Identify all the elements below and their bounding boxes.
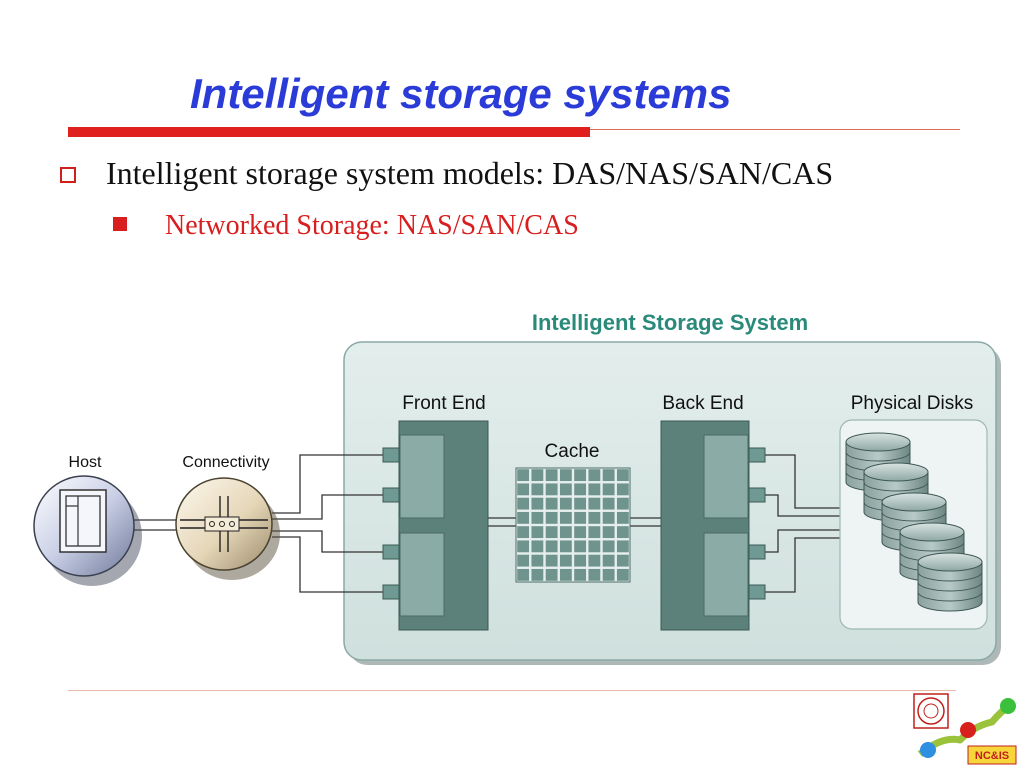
cache-cell bbox=[588, 540, 601, 553]
cache-cell bbox=[588, 526, 601, 539]
back-end-label: Back End bbox=[662, 393, 743, 414]
front-end-label: Front End bbox=[402, 393, 485, 414]
bullet-level-1: Intelligent storage system models: DAS/N… bbox=[60, 155, 833, 192]
cache-cell bbox=[574, 568, 587, 581]
cache-cell bbox=[517, 554, 530, 567]
cache-cell bbox=[602, 483, 615, 496]
host-server-icon bbox=[33, 475, 142, 586]
cache-cell bbox=[531, 568, 544, 581]
cache-cell bbox=[574, 540, 587, 553]
slide-title: Intelligent storage systems bbox=[190, 70, 732, 117]
cache-cell bbox=[531, 469, 544, 482]
cache-cell bbox=[602, 469, 615, 482]
cache-cell bbox=[517, 483, 530, 496]
cache-cell bbox=[559, 469, 572, 482]
cache-cell bbox=[574, 497, 587, 510]
cache-cell bbox=[545, 511, 558, 524]
cache-cell bbox=[545, 526, 558, 539]
cache-cell bbox=[602, 568, 615, 581]
green-ball-icon bbox=[1000, 698, 1016, 714]
blue-ball-icon bbox=[920, 742, 936, 758]
cache-cell bbox=[574, 483, 587, 496]
cache-cell bbox=[517, 469, 530, 482]
cache-cell bbox=[602, 554, 615, 567]
cache-cell bbox=[574, 526, 587, 539]
cache-cell bbox=[616, 540, 629, 553]
physical-disks-label: Physical Disks bbox=[851, 393, 973, 414]
cache-cell bbox=[517, 526, 530, 539]
cache-cell bbox=[531, 483, 544, 496]
cache-cell bbox=[602, 497, 615, 510]
cache-cell bbox=[545, 554, 558, 567]
cache-cell bbox=[616, 568, 629, 581]
cache-cell bbox=[588, 469, 601, 482]
cache-cell bbox=[531, 497, 544, 510]
cache-cell bbox=[588, 568, 601, 581]
cache-cell bbox=[574, 469, 587, 482]
cache-cell bbox=[545, 469, 558, 482]
cache-cell bbox=[616, 526, 629, 539]
cache-cell bbox=[559, 554, 572, 567]
cache-cell bbox=[517, 568, 530, 581]
cache-cell bbox=[559, 511, 572, 524]
cache-cell bbox=[602, 540, 615, 553]
cache-cell bbox=[588, 554, 601, 567]
system-title: Intelligent Storage System bbox=[532, 310, 808, 335]
cache-cell bbox=[616, 511, 629, 524]
cache-cell bbox=[559, 497, 572, 510]
cache-cell bbox=[545, 497, 558, 510]
disk-stack bbox=[845, 432, 983, 612]
cache-cell bbox=[574, 554, 587, 567]
title-underline bbox=[68, 127, 590, 137]
cache-grid bbox=[515, 467, 631, 583]
nc-is-logo: NC&IS bbox=[913, 693, 1017, 765]
cache-cell bbox=[545, 540, 558, 553]
cache-cell bbox=[616, 469, 629, 482]
connectivity-switch-icon bbox=[175, 477, 280, 580]
cache-label: Cache bbox=[545, 441, 600, 462]
title-underline-thin bbox=[590, 129, 960, 130]
cache-cell bbox=[588, 483, 601, 496]
cache-cell bbox=[559, 483, 572, 496]
cache-cell bbox=[545, 483, 558, 496]
bullet-level-2: Networked Storage: NAS/SAN/CAS bbox=[113, 210, 579, 242]
cache-cell bbox=[517, 511, 530, 524]
cache-cell bbox=[588, 497, 601, 510]
cache-cell bbox=[602, 526, 615, 539]
bullet-text: Networked Storage: NAS/SAN/CAS bbox=[165, 210, 579, 241]
cache-cell bbox=[602, 511, 615, 524]
connectivity-label: Connectivity bbox=[182, 454, 269, 471]
host-label: Host bbox=[69, 454, 102, 471]
cache-cell bbox=[559, 526, 572, 539]
connectivity-frontend-links bbox=[272, 454, 383, 593]
cache-cell bbox=[517, 540, 530, 553]
cache-cell bbox=[588, 511, 601, 524]
cache-cell bbox=[616, 483, 629, 496]
cache-cell bbox=[574, 511, 587, 524]
footer-rule bbox=[68, 690, 956, 691]
cache-cell bbox=[559, 568, 572, 581]
cache-links bbox=[488, 517, 661, 527]
filled-square-bullet-icon bbox=[113, 217, 127, 231]
cache-cell bbox=[616, 497, 629, 510]
cache-cell bbox=[531, 526, 544, 539]
cache-cell bbox=[531, 554, 544, 567]
hollow-square-bullet-icon bbox=[60, 166, 76, 183]
cache-cell bbox=[531, 511, 544, 524]
cache-cell bbox=[559, 540, 572, 553]
cache-cell bbox=[545, 568, 558, 581]
red-ball-icon bbox=[960, 722, 976, 738]
back-end-controller bbox=[660, 420, 766, 631]
cache-cell bbox=[517, 497, 530, 510]
logo-text: NC&IS bbox=[975, 750, 1009, 762]
bullet-text: Intelligent storage system models: DAS/N… bbox=[106, 155, 834, 191]
university-seal-icon bbox=[917, 697, 945, 725]
cache-cell bbox=[531, 540, 544, 553]
front-end-controller bbox=[382, 420, 489, 631]
disk-icon bbox=[917, 552, 983, 612]
backend-disk-links bbox=[765, 454, 843, 593]
cache-cell bbox=[616, 554, 629, 567]
